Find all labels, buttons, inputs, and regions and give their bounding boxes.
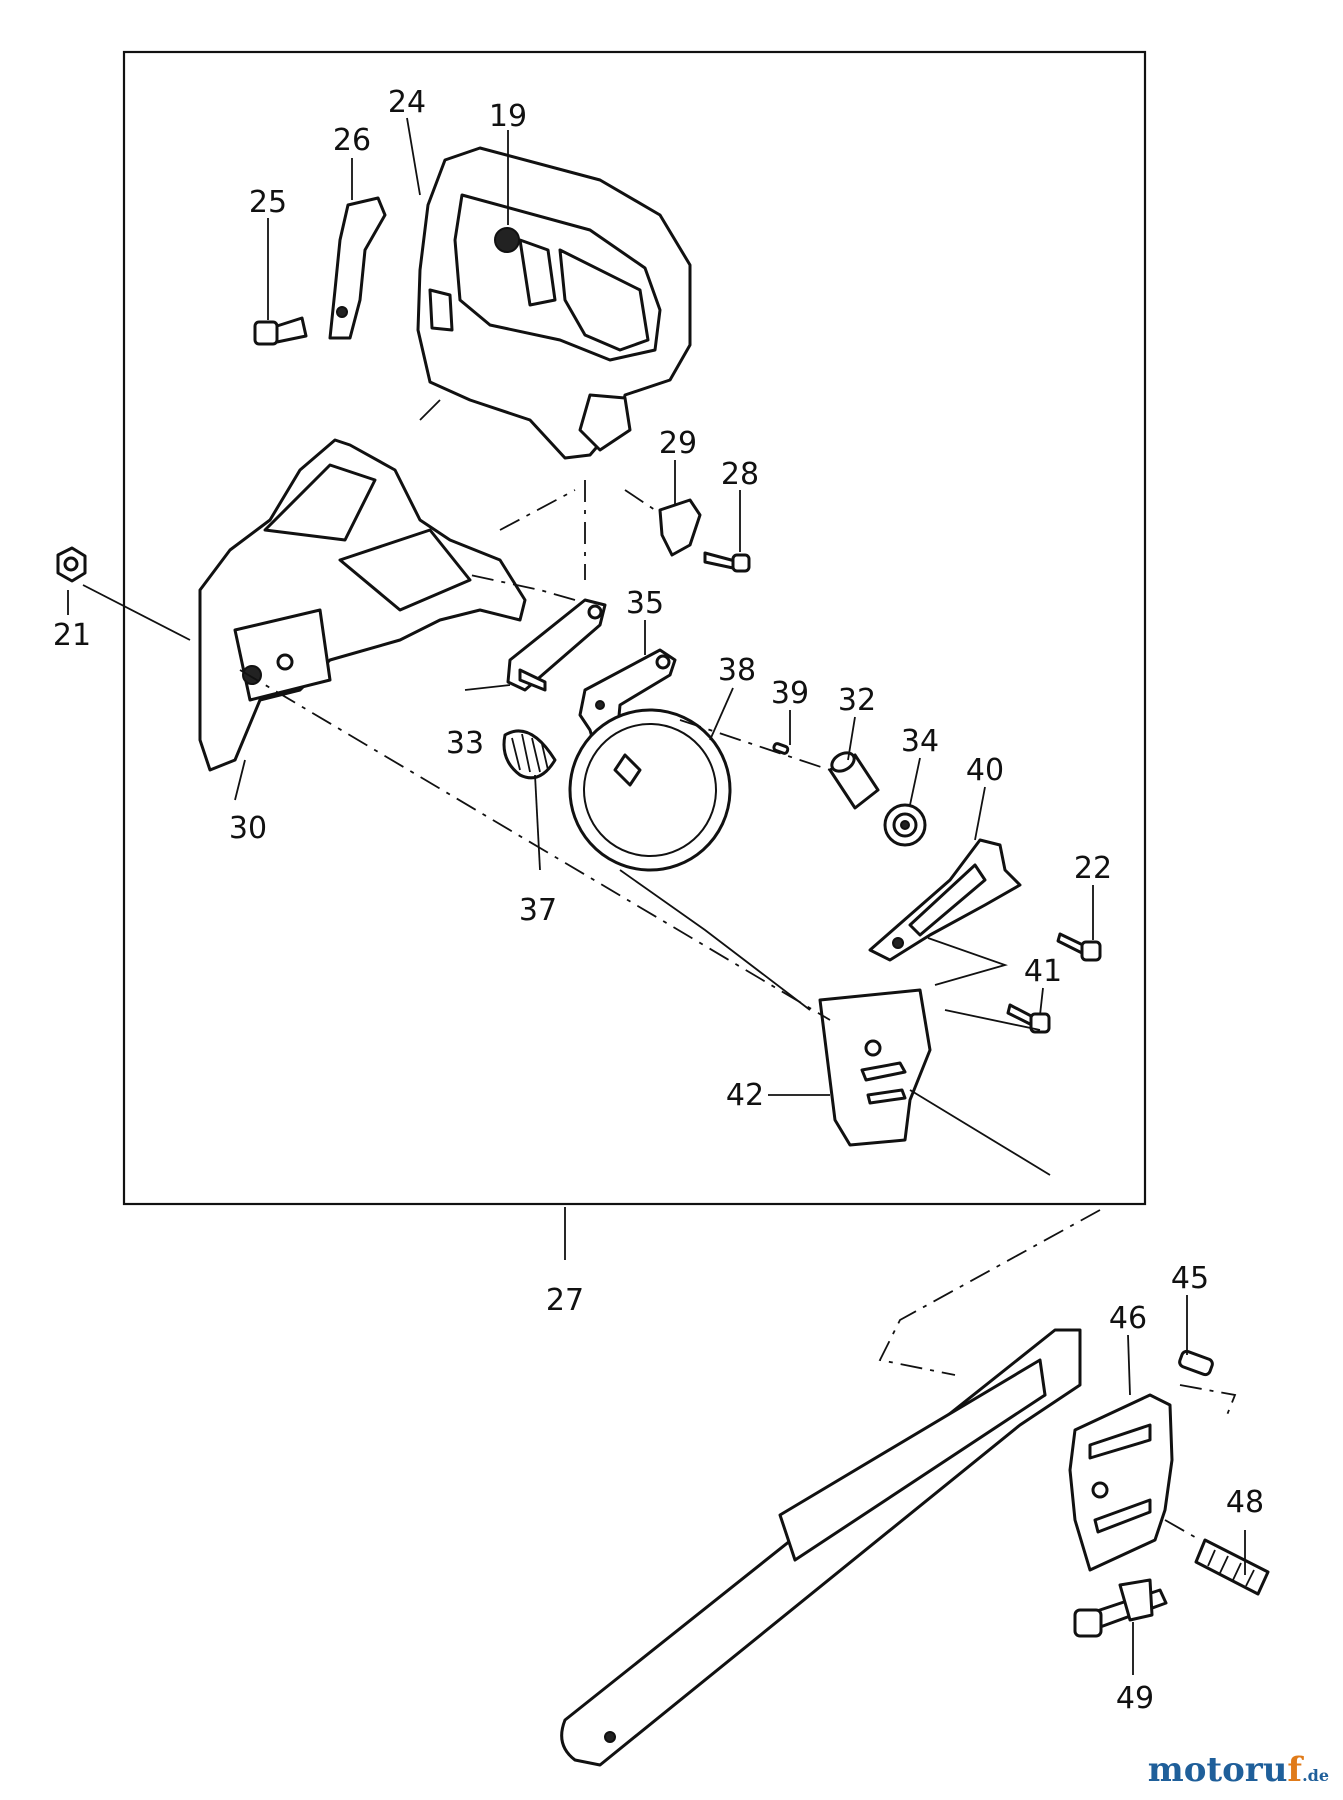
callout-leaders xyxy=(67,117,1246,1675)
callout-39: 39 xyxy=(771,676,809,711)
callout-21: 21 xyxy=(53,618,91,653)
part-chain-cover xyxy=(416,146,692,460)
callout-42: 42 xyxy=(726,1078,764,1113)
part-bracket-40 xyxy=(868,838,1022,962)
callout-27: 27 xyxy=(546,1283,584,1318)
part-brake-band-38 xyxy=(568,708,732,872)
callout-37: 37 xyxy=(519,893,557,928)
part-spring-37 xyxy=(502,729,557,780)
callout-41: 41 xyxy=(1024,954,1062,989)
callout-32: 32 xyxy=(838,683,876,718)
part-sleeve-32 xyxy=(828,751,880,810)
part-guide-bar xyxy=(560,1328,1082,1767)
callout-49: 49 xyxy=(1116,1681,1154,1716)
callout-40: 40 xyxy=(966,753,1004,788)
callout-46: 46 xyxy=(1109,1301,1147,1336)
motoruf-watermark: motoruf.de xyxy=(1148,1750,1329,1790)
part-nut-21 xyxy=(56,546,87,583)
part-screw-41 xyxy=(1006,1003,1051,1034)
part-clutch-housing xyxy=(198,438,527,772)
part-screw-45 xyxy=(1178,1349,1214,1377)
part-screw-22 xyxy=(1056,932,1102,962)
callout-25: 25 xyxy=(249,185,287,220)
callout-34: 34 xyxy=(901,724,939,759)
watermark-accent: f xyxy=(1287,1750,1303,1790)
part-plate-29 xyxy=(658,498,702,557)
callout-45: 45 xyxy=(1171,1261,1209,1296)
callout-24: 24 xyxy=(388,85,426,120)
part-spring-34 xyxy=(883,803,927,847)
callout-26: 26 xyxy=(333,123,371,158)
part-stud-48 xyxy=(1194,1538,1270,1596)
watermark-main: motoru xyxy=(1147,1750,1288,1790)
callout-29: 29 xyxy=(659,426,697,461)
part-pin-39 xyxy=(772,742,790,755)
part-link-33 xyxy=(506,598,607,692)
callout-28: 28 xyxy=(721,457,759,492)
part-bar-plate-46 xyxy=(1068,1393,1174,1572)
part-plate-42 xyxy=(818,988,932,1147)
callout-19: 19 xyxy=(489,99,527,134)
callout-30: 30 xyxy=(229,811,267,846)
callout-22: 22 xyxy=(1074,851,1112,886)
callout-38: 38 xyxy=(718,653,756,688)
part-handle-plate xyxy=(328,196,387,340)
callout-33: 33 xyxy=(446,726,484,761)
assembly-lines xyxy=(82,399,1237,1541)
part-tensioner-49 xyxy=(1073,1578,1168,1638)
callout-48: 48 xyxy=(1226,1485,1264,1520)
watermark-tld: .de xyxy=(1302,1766,1329,1785)
part-screw-25 xyxy=(253,316,308,346)
assembly-frame xyxy=(122,50,1147,1206)
part-screw-28 xyxy=(703,551,751,573)
callout-labels: 19 24 26 25 29 28 21 35 38 39 32 34 40 3… xyxy=(53,85,1264,1716)
callout-35: 35 xyxy=(626,586,664,621)
